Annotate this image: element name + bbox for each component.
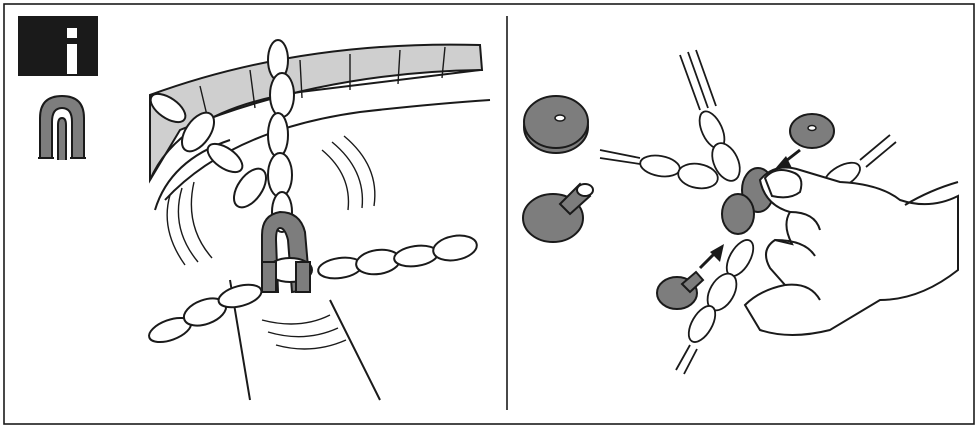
- washer-icon: [524, 96, 588, 153]
- right-panel: [523, 50, 958, 374]
- inserting-rivet: [657, 272, 703, 309]
- chain-connector: [262, 212, 312, 292]
- rivet-icon: [523, 184, 593, 242]
- info-icon: [18, 16, 98, 76]
- left-panel: [18, 16, 490, 400]
- hand: [745, 168, 958, 335]
- u-clip-connector-icon: [38, 96, 86, 160]
- horizontal-chain: [146, 232, 479, 347]
- arrow-icon: [700, 244, 724, 268]
- falling-washer: [790, 114, 834, 148]
